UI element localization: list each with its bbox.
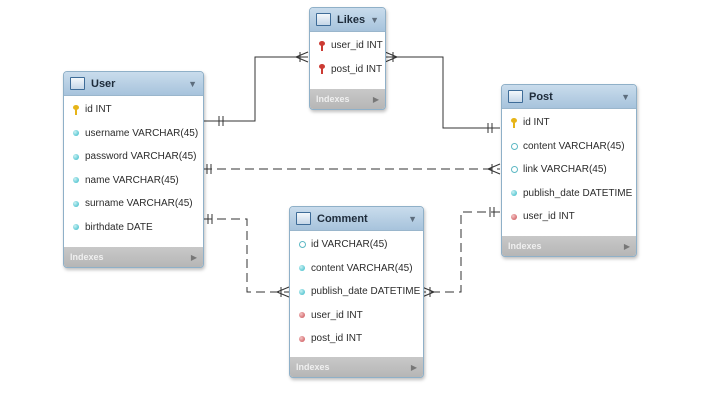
column-list: id INT content VARCHAR(45) link VARCHAR(45… (502, 109, 636, 229)
chevron-down-icon[interactable]: ▼ (370, 14, 379, 25)
column-label: id INT (523, 117, 550, 129)
table-column-row[interactable]: post_id INT (290, 327, 423, 351)
table-icon (508, 90, 523, 103)
relation-user-post (203, 163, 501, 175)
table-post[interactable]: Post ▼ id INT content VARCHAR(45) link VAR… (501, 84, 637, 257)
table-column-row[interactable]: username VARCHAR(45) (64, 122, 203, 146)
table-column-row[interactable]: password VARCHAR(45) (64, 145, 203, 169)
cyan-diamond-icon (70, 153, 82, 160)
table-column-row[interactable]: id INT (64, 98, 203, 122)
chevron-down-icon[interactable]: ▼ (188, 78, 197, 89)
expand-arrow-icon[interactable]: ▶ (372, 94, 379, 104)
table-column-row[interactable]: id INT (502, 111, 636, 135)
table-column-row[interactable]: user_id INT (502, 205, 636, 229)
indexes-footer[interactable]: Indexes ▶ (310, 89, 385, 109)
hollow-diamond-icon (296, 241, 308, 249)
column-label: user_id INT (311, 309, 363, 321)
cyan-diamond-icon (70, 177, 82, 184)
table-column-row[interactable]: publish_date DATETIME (502, 182, 636, 206)
cyan-diamond-icon (70, 224, 82, 231)
column-label: surname VARCHAR(45) (85, 198, 193, 210)
expand-arrow-icon[interactable]: ▶ (190, 252, 197, 262)
column-label: id INT (85, 104, 112, 116)
red-key-icon (316, 64, 328, 75)
table-column-row[interactable]: content VARCHAR(45) (502, 135, 636, 159)
column-label: user_id INT (523, 211, 575, 223)
cyan-diamond-icon (296, 265, 308, 272)
table-header[interactable]: Comment ▼ (290, 207, 423, 231)
indexes-footer[interactable]: Indexes ▶ (290, 357, 423, 377)
table-column-row[interactable]: name VARCHAR(45) (64, 169, 203, 193)
column-list: user_id INT post_id INT (310, 32, 385, 81)
column-label: password VARCHAR(45) (85, 151, 197, 163)
table-column-row[interactable]: user_id INT (310, 34, 385, 58)
indexes-footer[interactable]: Indexes ▶ (502, 236, 636, 256)
expand-arrow-icon[interactable]: ▶ (623, 241, 630, 251)
table-title: Post (529, 90, 553, 103)
column-label: user_id INT (331, 40, 383, 52)
relation-post-likes (384, 51, 500, 133)
table-header[interactable]: Likes ▼ (310, 8, 385, 32)
red-diamond-icon (296, 335, 308, 342)
expand-arrow-icon[interactable]: ▶ (410, 362, 417, 372)
column-label: content VARCHAR(45) (311, 262, 413, 274)
cyan-diamond-icon (296, 288, 308, 295)
column-label: post_id INT (311, 333, 363, 345)
relation-user-likes (203, 51, 309, 126)
column-label: link VARCHAR(45) (523, 164, 607, 176)
gold-key-icon (70, 104, 82, 115)
table-comment[interactable]: Comment ▼ id VARCHAR(45) content VARCHAR(… (289, 206, 424, 378)
indexes-label: Indexes (316, 94, 350, 104)
chevron-down-icon[interactable]: ▼ (621, 91, 630, 102)
indexes-footer[interactable]: Indexes ▶ (64, 247, 203, 267)
red-diamond-icon (508, 213, 520, 220)
table-column-row[interactable]: user_id INT (290, 304, 423, 328)
column-label: name VARCHAR(45) (85, 174, 179, 186)
indexes-label: Indexes (508, 241, 542, 251)
red-diamond-icon (296, 312, 308, 319)
column-list: id INT username VARCHAR(45) password VARCH… (64, 96, 203, 239)
column-label: birthdate DATE (85, 221, 153, 233)
table-header[interactable]: Post ▼ (502, 85, 636, 109)
table-user[interactable]: User ▼ id INT username VARCHAR(45) passwor… (63, 71, 204, 268)
hollow-diamond-icon (508, 142, 520, 150)
indexes-label: Indexes (296, 362, 330, 372)
cyan-diamond-icon (70, 200, 82, 207)
table-column-row[interactable]: surname VARCHAR(45) (64, 192, 203, 216)
table-likes[interactable]: Likes ▼ user_id INT post_id INT Indexes ▶ (309, 7, 386, 110)
column-list: id VARCHAR(45) content VARCHAR(45) publish… (290, 231, 423, 351)
table-column-row[interactable]: post_id INT (310, 58, 385, 82)
table-icon (70, 77, 85, 90)
column-label: publish_date DATETIME (523, 187, 633, 199)
table-title: Likes (337, 13, 366, 26)
table-title: Comment (317, 212, 368, 225)
red-key-icon (316, 40, 328, 51)
column-label: publish_date DATETIME (311, 286, 421, 298)
column-label: content VARCHAR(45) (523, 140, 625, 152)
column-label: username VARCHAR(45) (85, 127, 199, 139)
table-column-row[interactable]: publish_date DATETIME (290, 280, 423, 304)
table-icon (316, 13, 331, 26)
gold-key-icon (508, 117, 520, 128)
indexes-label: Indexes (70, 252, 104, 262)
relation-post-comment (421, 207, 500, 298)
table-column-row[interactable]: birthdate DATE (64, 216, 203, 240)
table-column-row[interactable]: link VARCHAR(45) (502, 158, 636, 182)
chevron-down-icon[interactable]: ▼ (408, 213, 417, 224)
column-label: post_id INT (331, 63, 383, 75)
table-column-row[interactable]: id VARCHAR(45) (290, 233, 423, 257)
relation-user-comment (203, 214, 290, 298)
table-column-row[interactable]: content VARCHAR(45) (290, 257, 423, 281)
column-label: id VARCHAR(45) (311, 239, 388, 251)
cyan-diamond-icon (70, 130, 82, 137)
hollow-diamond-icon (508, 166, 520, 174)
cyan-diamond-icon (508, 190, 520, 197)
table-header[interactable]: User ▼ (64, 72, 203, 96)
table-icon (296, 212, 311, 225)
table-title: User (91, 77, 116, 90)
